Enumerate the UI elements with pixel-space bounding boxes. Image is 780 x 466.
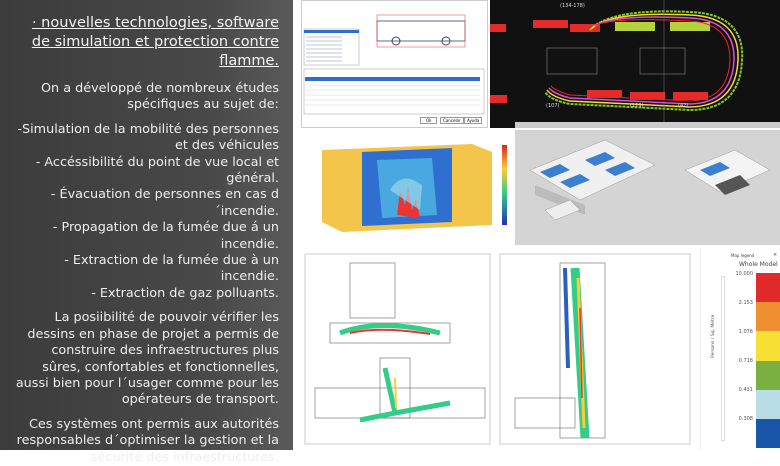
legend-value: 10.000 xyxy=(735,271,754,277)
paragraph: La posiibilité de pouvoir vérifier les d… xyxy=(15,310,279,408)
legend-swatch xyxy=(756,418,780,449)
legend-swatch xyxy=(756,273,780,303)
cancel-button[interactable]: Cancelar xyxy=(440,117,464,124)
intro-text: On a développé de nombreux études spécif… xyxy=(40,81,279,113)
section-title: · nouvelles technologies, software de si… xyxy=(31,15,279,69)
map-label: (107) xyxy=(546,103,560,109)
list-item: - Extraction de la fumée due à un incend… xyxy=(64,253,279,285)
legend-swatch xyxy=(756,331,780,361)
list-item: - Propagation de la fumée due á un incen… xyxy=(52,220,279,252)
legend-scrollbar[interactable] xyxy=(721,276,725,441)
list-item: -Simulation de la mobilité des personnes… xyxy=(17,121,279,154)
pedestrian-density-plans xyxy=(300,248,698,450)
list-item: - Extraction de gaz polluants. xyxy=(91,285,279,301)
study-list: -Simulation de la mobilité des personnes… xyxy=(14,122,279,302)
legend-value: 0.431 xyxy=(738,387,753,393)
bus-trajectory-map: (134-178) (107) (129) (42) xyxy=(490,0,780,128)
legend-swatch xyxy=(756,360,780,390)
legend-model: Whole Model xyxy=(739,261,778,268)
ok-button[interactable]: Ok xyxy=(420,117,438,124)
map-label: (42) xyxy=(678,103,689,109)
text-panel: · nouvelles technologies, software de si… xyxy=(0,0,293,465)
smoke-propagation-simulation xyxy=(302,130,512,245)
legend-title: Map legend xyxy=(731,253,755,258)
bus-software-screenshot: Ok Cancelar Ayuda xyxy=(301,0,488,128)
legend-swatch xyxy=(756,302,780,332)
list-item: - Accéssibilité du point de vue local et… xyxy=(35,154,279,187)
legend-color-bar xyxy=(756,273,780,449)
legend-swatch xyxy=(756,389,780,419)
legend-value: 1.076 xyxy=(738,329,753,335)
list-item: - Évacuation de personnes en cas d´incen… xyxy=(50,187,279,219)
map-legend-panel: Map legend × Whole Model Persons / Sq. M… xyxy=(700,248,780,450)
legend-axis-label: Persons / Sq. Metre xyxy=(711,314,716,358)
legend-value: 2.153 xyxy=(738,300,753,306)
legend-value: 0.718 xyxy=(738,358,753,364)
map-label: (129) xyxy=(630,103,644,109)
close-icon[interactable]: × xyxy=(773,252,778,258)
paragraph: Ces systèmes ont permis aux autorités re… xyxy=(16,416,279,465)
legend-value: 0.308 xyxy=(738,416,753,422)
map-label: (134-178) xyxy=(560,3,585,9)
help-button[interactable]: Ayuda xyxy=(464,117,483,124)
3d-station-model xyxy=(515,130,780,245)
